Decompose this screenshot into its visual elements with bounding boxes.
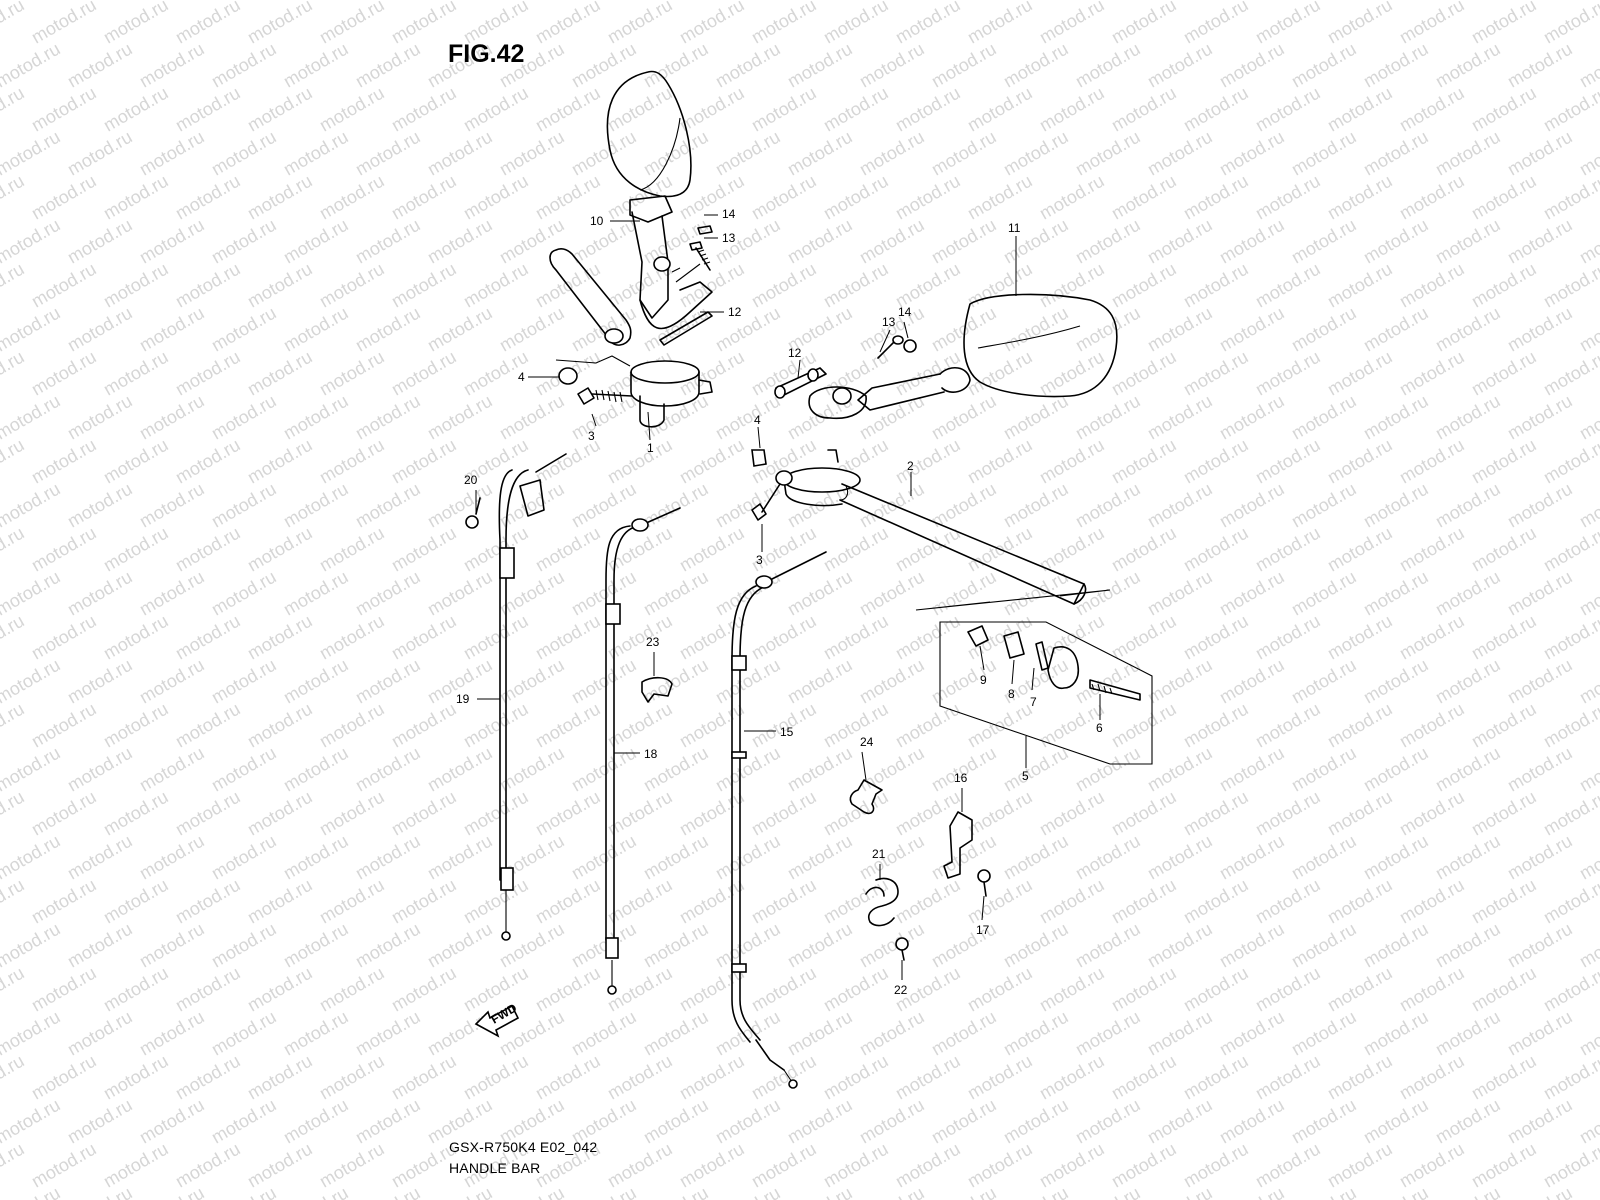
leader-lines [475, 214, 1101, 980]
bolt-part-20 [465, 497, 481, 529]
label-part-4-left: 4 [518, 370, 525, 384]
label-part-18: 18 [644, 747, 658, 761]
label-part-12-left: 12 [728, 305, 742, 319]
label-part-24: 24 [860, 735, 874, 749]
bolt-part-17 [977, 869, 991, 897]
bracket-part-16 [943, 811, 973, 879]
left-mirror-part-10 [606, 70, 713, 330]
clamp-part-23 [641, 676, 673, 703]
bolt-part-22 [895, 937, 909, 961]
label-part-3-left: 3 [588, 429, 595, 443]
label-part-22: 22 [894, 983, 908, 997]
fwd-arrow-icon: FWD [474, 1001, 519, 1038]
label-part-7: 7 [1030, 695, 1037, 709]
label-part-20: 20 [464, 473, 478, 487]
left-cap-part-4 [558, 367, 578, 385]
throttle-cable-part-18 [605, 507, 681, 995]
right-handlebar-part-2 [775, 449, 1111, 611]
label-part-8: 8 [1008, 687, 1015, 701]
label-part-10: 10 [590, 214, 604, 228]
label-part-3-right: 3 [756, 553, 763, 567]
clutch-cable-part-19 [498, 453, 567, 941]
label-part-14-right: 14 [898, 305, 912, 319]
right-mirror-part-11 [808, 293, 1118, 420]
label-part-9: 9 [980, 673, 987, 687]
label-part-16: 16 [954, 771, 968, 785]
model-code-caption: GSX-R750K4 E02_042 [449, 1139, 598, 1155]
label-part-1: 1 [647, 441, 654, 455]
right-cap-part-4 [751, 449, 767, 467]
label-part-19: 19 [456, 692, 470, 706]
label-part-4-right: 4 [754, 413, 761, 427]
left-mirror-fasteners [659, 225, 713, 346]
throttle-cable-part-15 [731, 551, 827, 1089]
label-part-11: 11 [1008, 221, 1021, 235]
label-part-13-left: 13 [722, 231, 736, 245]
label-part-17: 17 [976, 923, 990, 937]
clamp-part-24 [849, 779, 883, 815]
label-part-6: 6 [1096, 721, 1103, 735]
label-part-15: 15 [780, 725, 794, 739]
right-bolt-part-3 [751, 483, 781, 521]
label-part-21: 21 [872, 847, 886, 861]
label-part-13-right: 13 [882, 315, 896, 329]
left-grip [549, 248, 632, 346]
part-number-labels: 10 14 13 12 4 3 1 11 14 13 12 4 2 3 20 9… [456, 207, 1103, 997]
bar-end-assembly-part-5 [939, 621, 1153, 765]
left-bolt-part-3 [577, 387, 633, 405]
diagram-name-caption: HANDLE BAR [449, 1160, 541, 1176]
label-part-23: 23 [646, 635, 660, 649]
left-handlebar-holder-part-1 [555, 355, 713, 428]
right-mirror-fasteners [774, 335, 917, 399]
label-part-2: 2 [907, 459, 914, 473]
clamp-part-21 [865, 877, 899, 927]
label-part-12-right: 12 [788, 346, 802, 360]
label-part-14-left: 14 [722, 207, 736, 221]
figure-title: FIG.42 [448, 40, 525, 68]
label-part-5: 5 [1022, 769, 1029, 783]
